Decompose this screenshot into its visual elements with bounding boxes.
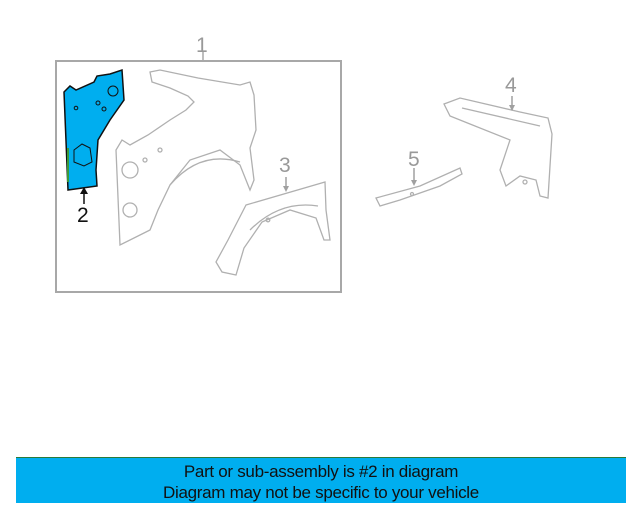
arrow-icon [411, 180, 417, 186]
callout-4: 4 [505, 74, 517, 97]
callout-1: 1 [196, 34, 208, 57]
callout-2: 2 [77, 204, 89, 227]
info-banner: Part or sub-assembly is #2 in diagram Di… [16, 457, 626, 503]
arrow-icon [283, 186, 289, 192]
callout-5: 5 [408, 148, 420, 171]
callout-3: 3 [279, 154, 291, 177]
arrow-icon [509, 105, 515, 111]
part-2-panel[interactable] [63, 68, 125, 191]
part-3-wheelhouse[interactable] [215, 181, 331, 276]
part-4-rail[interactable] [443, 97, 553, 199]
banner-line-2: Diagram may not be specific to your vehi… [163, 483, 479, 502]
banner-line-1: Part or sub-assembly is #2 in diagram [183, 462, 459, 481]
assembly-frame [55, 60, 342, 293]
arrow-icon [80, 187, 88, 194]
part-5-reinforcement[interactable] [375, 167, 463, 207]
part-1-quarter-inner[interactable] [115, 69, 257, 247]
